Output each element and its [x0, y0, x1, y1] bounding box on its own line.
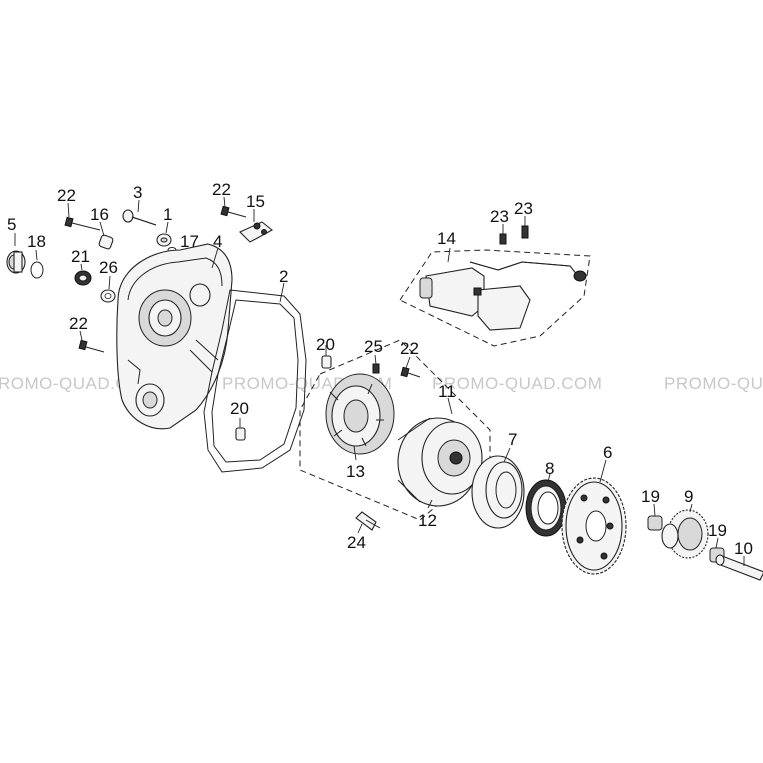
part-13-stator	[325, 373, 395, 455]
part-20-dowel-upper	[321, 355, 332, 369]
starter-group-box	[399, 249, 591, 347]
part-6-gear	[561, 477, 627, 575]
callout-23-b: 23	[514, 199, 533, 218]
callout-5: 5	[7, 215, 16, 234]
leader-lines	[14, 196, 745, 566]
part-22-bolt-left	[78, 339, 105, 353]
callout-labels: 5 18 22 3 1 16 17 4 21 26 22 22 15 2 20 …	[7, 180, 753, 558]
callout-9: 9	[684, 487, 693, 506]
part-23-bolt-a	[499, 233, 507, 245]
watermark-right: PROMO-QU	[664, 374, 763, 393]
part-12-rotor	[397, 417, 483, 507]
part-22-bolt-top	[64, 216, 101, 231]
part-5-plug	[6, 250, 26, 274]
part-25-screw	[372, 363, 380, 374]
callout-13: 13	[346, 462, 365, 481]
callout-11: 11	[438, 382, 456, 401]
callout-3: 3	[133, 183, 142, 202]
part-19-needle-bearing-upper	[647, 515, 663, 531]
part-4-cover	[116, 243, 233, 430]
callout-22-top-center: 22	[212, 180, 231, 199]
callout-14: 14	[437, 229, 456, 248]
callout-2: 2	[279, 267, 288, 286]
watermark-left: ROMO-QUAD.COM	[0, 374, 157, 393]
callout-22-top-left: 22	[57, 186, 76, 205]
part-22-bolt-stator	[400, 366, 421, 378]
part-18-oring	[30, 261, 44, 279]
part-14-starter-motor	[419, 261, 587, 331]
callout-18: 18	[27, 232, 46, 251]
part-8-bearing	[525, 479, 567, 537]
callout-26: 26	[99, 258, 118, 277]
callout-20-upper: 20	[316, 335, 335, 354]
callout-1: 1	[163, 205, 172, 224]
callout-12: 12	[418, 511, 437, 530]
callout-16: 16	[90, 205, 109, 224]
part-21-nut	[74, 270, 92, 286]
part-1-bolt	[156, 233, 172, 247]
callout-8: 8	[545, 459, 554, 478]
part-9-idler-gear	[661, 509, 709, 559]
callout-25: 25	[364, 337, 383, 356]
callout-21: 21	[71, 247, 90, 266]
part-7-clutch	[471, 455, 525, 529]
callout-24: 24	[347, 533, 366, 552]
part-10-shaft	[715, 554, 763, 581]
callout-20-lower: 20	[230, 399, 249, 418]
callout-7: 7	[508, 430, 517, 449]
part-3-bolt	[122, 209, 157, 226]
callout-17: 17	[180, 232, 199, 251]
watermark-center-right: PROMO-QUAD.COM	[432, 374, 602, 393]
callout-6: 6	[603, 443, 612, 462]
part-15-bracket	[239, 221, 273, 243]
part-20-dowel-lower	[235, 427, 246, 441]
callout-4: 4	[213, 232, 222, 251]
callout-15: 15	[246, 192, 265, 211]
part-22-bolt-center	[220, 205, 247, 218]
part-2-gasket	[203, 289, 307, 473]
part-23-bolt-b	[521, 225, 529, 239]
callout-23-a: 23	[490, 207, 509, 226]
callout-22-stator: 22	[400, 339, 419, 358]
callout-22-left: 22	[69, 314, 88, 333]
callout-10: 10	[734, 539, 753, 558]
part-26-washer	[100, 289, 116, 303]
part-24-bolt	[355, 511, 381, 531]
part-16-sleeve	[98, 234, 114, 250]
callout-19-upper: 19	[641, 487, 660, 506]
callout-19-lower: 19	[708, 521, 727, 540]
